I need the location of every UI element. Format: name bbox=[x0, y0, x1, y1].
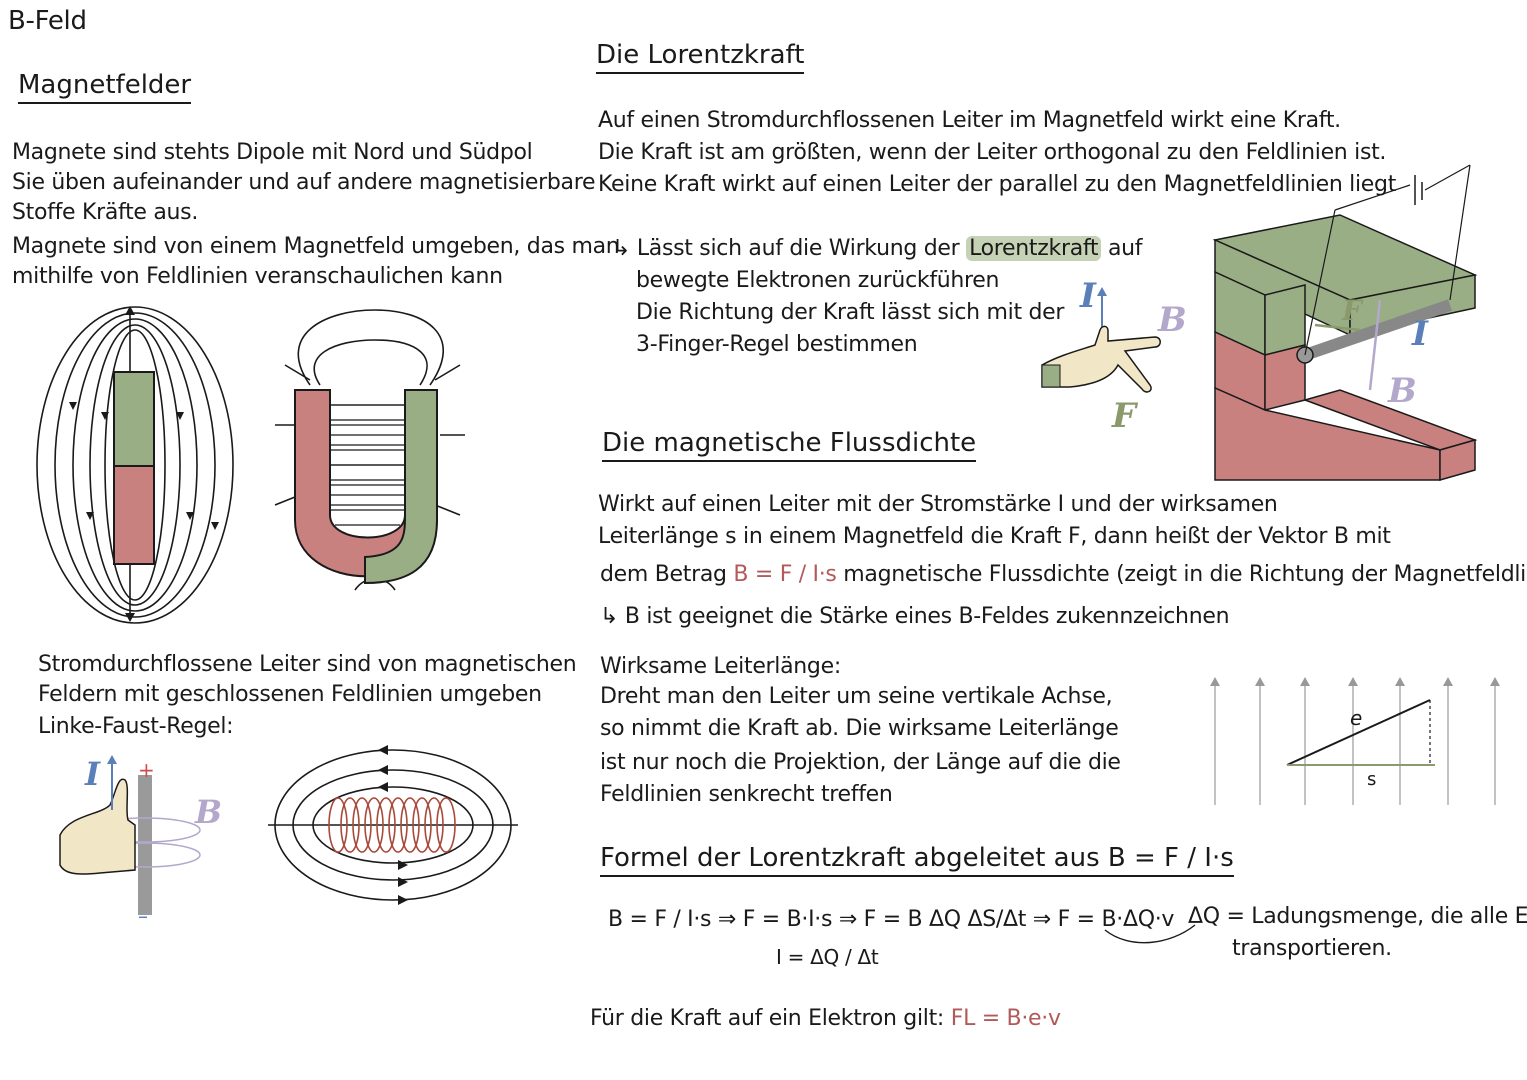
connector-curve bbox=[1104, 924, 1196, 944]
text-part: ↳ Lässt sich auf die Wirkung der bbox=[612, 236, 967, 261]
text-line: 3-Finger-Regel bestimmen bbox=[636, 332, 918, 357]
text-line: Auf einen Stromdurchflossenen Leiter im … bbox=[598, 108, 1341, 133]
label-b: B bbox=[1387, 371, 1417, 411]
horseshoe-magnet-diagram bbox=[274, 309, 465, 591]
derivation-formula: B = F / I·s ⇒ F = B·I·s ⇒ F = B ΔQ ΔS/Δt… bbox=[608, 907, 1175, 932]
lorentz-apparatus-diagram: F I B bbox=[1212, 164, 1478, 481]
text-line: Dreht man den Leiter um seine vertikale … bbox=[600, 684, 1113, 709]
electron-force-line: Für die Kraft auf ein Elektron gilt: FL … bbox=[590, 1004, 1061, 1034]
dq-note-line2: transportieren. bbox=[1232, 936, 1392, 961]
formula-b: B = F / I·s bbox=[733, 562, 837, 587]
flux-formula-line: dem Betrag B = F / I·s magnetische Fluss… bbox=[600, 560, 1527, 590]
label-l: e bbox=[1350, 706, 1362, 730]
label-b: B bbox=[194, 793, 222, 831]
bar-magnet-diagram bbox=[36, 306, 234, 624]
text-part: Für die Kraft auf ein Elektron gilt: bbox=[590, 1006, 951, 1031]
text-line: Die Richtung der Kraft lässt sich mit de… bbox=[636, 300, 1065, 325]
lorentz-arrow-line: ↳ Lässt sich auf die Wirkung der Lorentz… bbox=[612, 234, 1143, 264]
text-line: Linke-Faust-Regel: bbox=[38, 714, 234, 739]
text-line: Magnete sind stehts Dipole mit Nord und … bbox=[12, 140, 533, 165]
highlight-lorentzkraft: Lorentzkraft bbox=[966, 236, 1102, 261]
text-line: so nimmt die Kraft ab. Die wirksame Leit… bbox=[600, 716, 1119, 741]
label-i: I bbox=[1079, 276, 1097, 316]
heading-formel: Formel der Lorentzkraft abgeleitet aus B… bbox=[600, 843, 1234, 877]
heading-wirksame-leiterlaenge: Wirksame Leiterlänge: bbox=[600, 654, 841, 679]
projection-diagram: e s bbox=[1210, 677, 1500, 805]
dq-note-line1: ΔQ = Ladungsmenge, die alle Elekt. bbox=[1188, 904, 1527, 929]
text-part: magnetische Flussdichte (zeigt in die Ri… bbox=[836, 562, 1527, 587]
label-b: B bbox=[1157, 300, 1187, 340]
text-line: Feldlinien senkrecht treffen bbox=[600, 782, 893, 807]
text-part: dem Betrag bbox=[600, 562, 734, 587]
label-i: I bbox=[84, 755, 101, 793]
heading-magnetfelder: Magnetfelder bbox=[18, 70, 192, 104]
solenoid-diagram bbox=[268, 745, 518, 905]
text-line: Feldern mit geschlossenen Feldlinien umg… bbox=[38, 682, 542, 707]
label-f: F bbox=[1111, 396, 1139, 436]
text-line: Sie üben aufeinander und auf andere magn… bbox=[12, 170, 596, 195]
text-line: bewegte Elektronen zurückführen bbox=[636, 268, 1000, 293]
text-line: Keine Kraft wirkt auf einen Leiter der p… bbox=[598, 172, 1397, 197]
heading-flussdichte: Die magnetische Flussdichte bbox=[602, 428, 977, 462]
text-line: Stromdurchflossene Leiter sind von magne… bbox=[38, 652, 577, 677]
page-title: B-Feld bbox=[8, 6, 87, 36]
label-i: I bbox=[1411, 314, 1429, 354]
current-definition: I = ΔQ / Δt bbox=[776, 945, 879, 969]
three-finger-rule-diagram: I B F bbox=[1041, 276, 1187, 436]
label-plus: + bbox=[138, 758, 155, 782]
heading-lorentzkraft: Die Lorentzkraft bbox=[596, 40, 805, 74]
electron-formula: FL = B·e·v bbox=[950, 1006, 1061, 1031]
text-line: Leiterlänge s in einem Magnetfeld die Kr… bbox=[598, 524, 1391, 549]
text-line: mithilfe von Feldlinien veranschaulichen… bbox=[12, 264, 503, 289]
text-part: auf bbox=[1101, 236, 1143, 261]
text-line: Stoffe Kräfte aus. bbox=[12, 200, 199, 225]
label-f: F bbox=[1341, 294, 1364, 327]
label-s: s bbox=[1367, 769, 1376, 790]
text-line: Die Kraft ist am größten, wenn der Leite… bbox=[598, 140, 1387, 165]
text-line: ↳ B ist geeignet die Stärke eines B-Feld… bbox=[600, 604, 1230, 629]
label-minus: – bbox=[138, 904, 148, 928]
text-line: ist nur noch die Projektion, der Länge a… bbox=[600, 750, 1121, 775]
left-fist-rule-diagram: I + B – bbox=[59, 755, 222, 928]
text-line: Wirkt auf einen Leiter mit der Stromstär… bbox=[598, 492, 1278, 517]
text-line: Magnete sind von einem Magnetfeld umgebe… bbox=[12, 234, 620, 259]
